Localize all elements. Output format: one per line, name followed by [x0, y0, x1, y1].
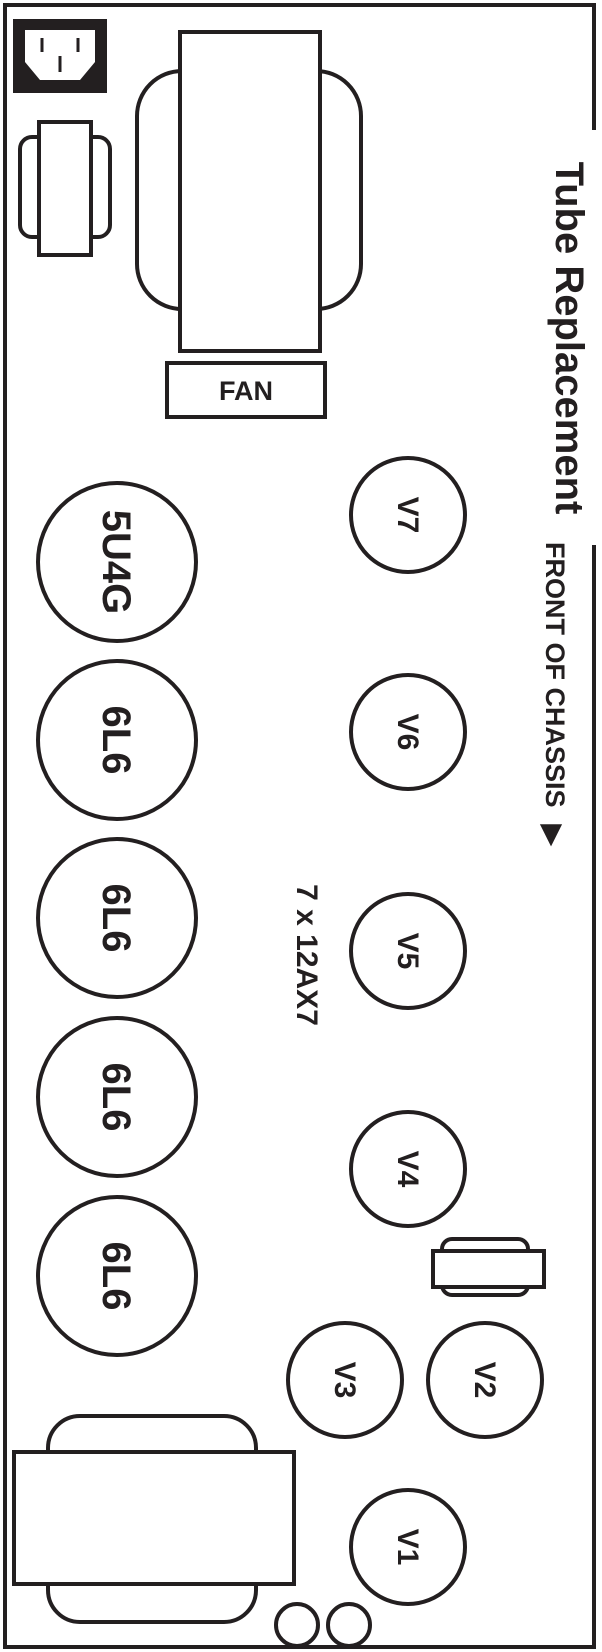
tube-v1: V1 [349, 1488, 467, 1606]
tube-power-1: 6L6 [36, 659, 198, 821]
front-of-chassis-label: FRONT OF CHASSIS [540, 542, 570, 808]
tube-label: V7 [391, 497, 424, 534]
tube-v4: V4 [349, 1110, 467, 1228]
tube-v5: V5 [349, 892, 467, 1010]
tube-power-4: 6L6 [36, 1195, 198, 1357]
output-transformer [12, 1414, 296, 1624]
tube-v3: V3 [286, 1321, 404, 1439]
tube-label: V4 [391, 1151, 424, 1188]
choke-transformer [18, 120, 112, 257]
tube-v7: V7 [349, 456, 467, 574]
chassis-outline [3, 3, 596, 1649]
preamp-tubes-note: 7 x 12AX7 [290, 884, 323, 1026]
tube-label: 6L6 [94, 1063, 138, 1132]
tube-label: V5 [391, 933, 424, 970]
power-transformer [135, 30, 363, 353]
reverb-transformer [431, 1237, 546, 1297]
tube-label: 6L6 [94, 706, 138, 775]
tube-label: V2 [468, 1362, 501, 1399]
jack-2 [326, 1602, 372, 1648]
tube-label: V3 [328, 1362, 361, 1399]
tube-label: V1 [391, 1529, 424, 1566]
fan-box: FAN [165, 361, 327, 419]
tube-label: 5U4G [94, 510, 138, 615]
tube-v2: V2 [426, 1321, 544, 1439]
front-arrow-icon: ▶ [538, 824, 568, 847]
jack-1 [274, 1602, 320, 1648]
tube-label: 6L6 [94, 884, 138, 953]
diagram-title: Tube Replacement [547, 162, 591, 515]
tube-power-2: 6L6 [36, 837, 198, 999]
fan-label: FAN [219, 376, 273, 406]
tube-label: V6 [391, 714, 424, 751]
tube-power-3: 6L6 [36, 1016, 198, 1178]
tube-v6: V6 [349, 673, 467, 791]
tube-label: 6L6 [94, 1242, 138, 1311]
power-inlet-icon [13, 19, 107, 93]
tube-rectifier: 5U4G [36, 481, 198, 643]
